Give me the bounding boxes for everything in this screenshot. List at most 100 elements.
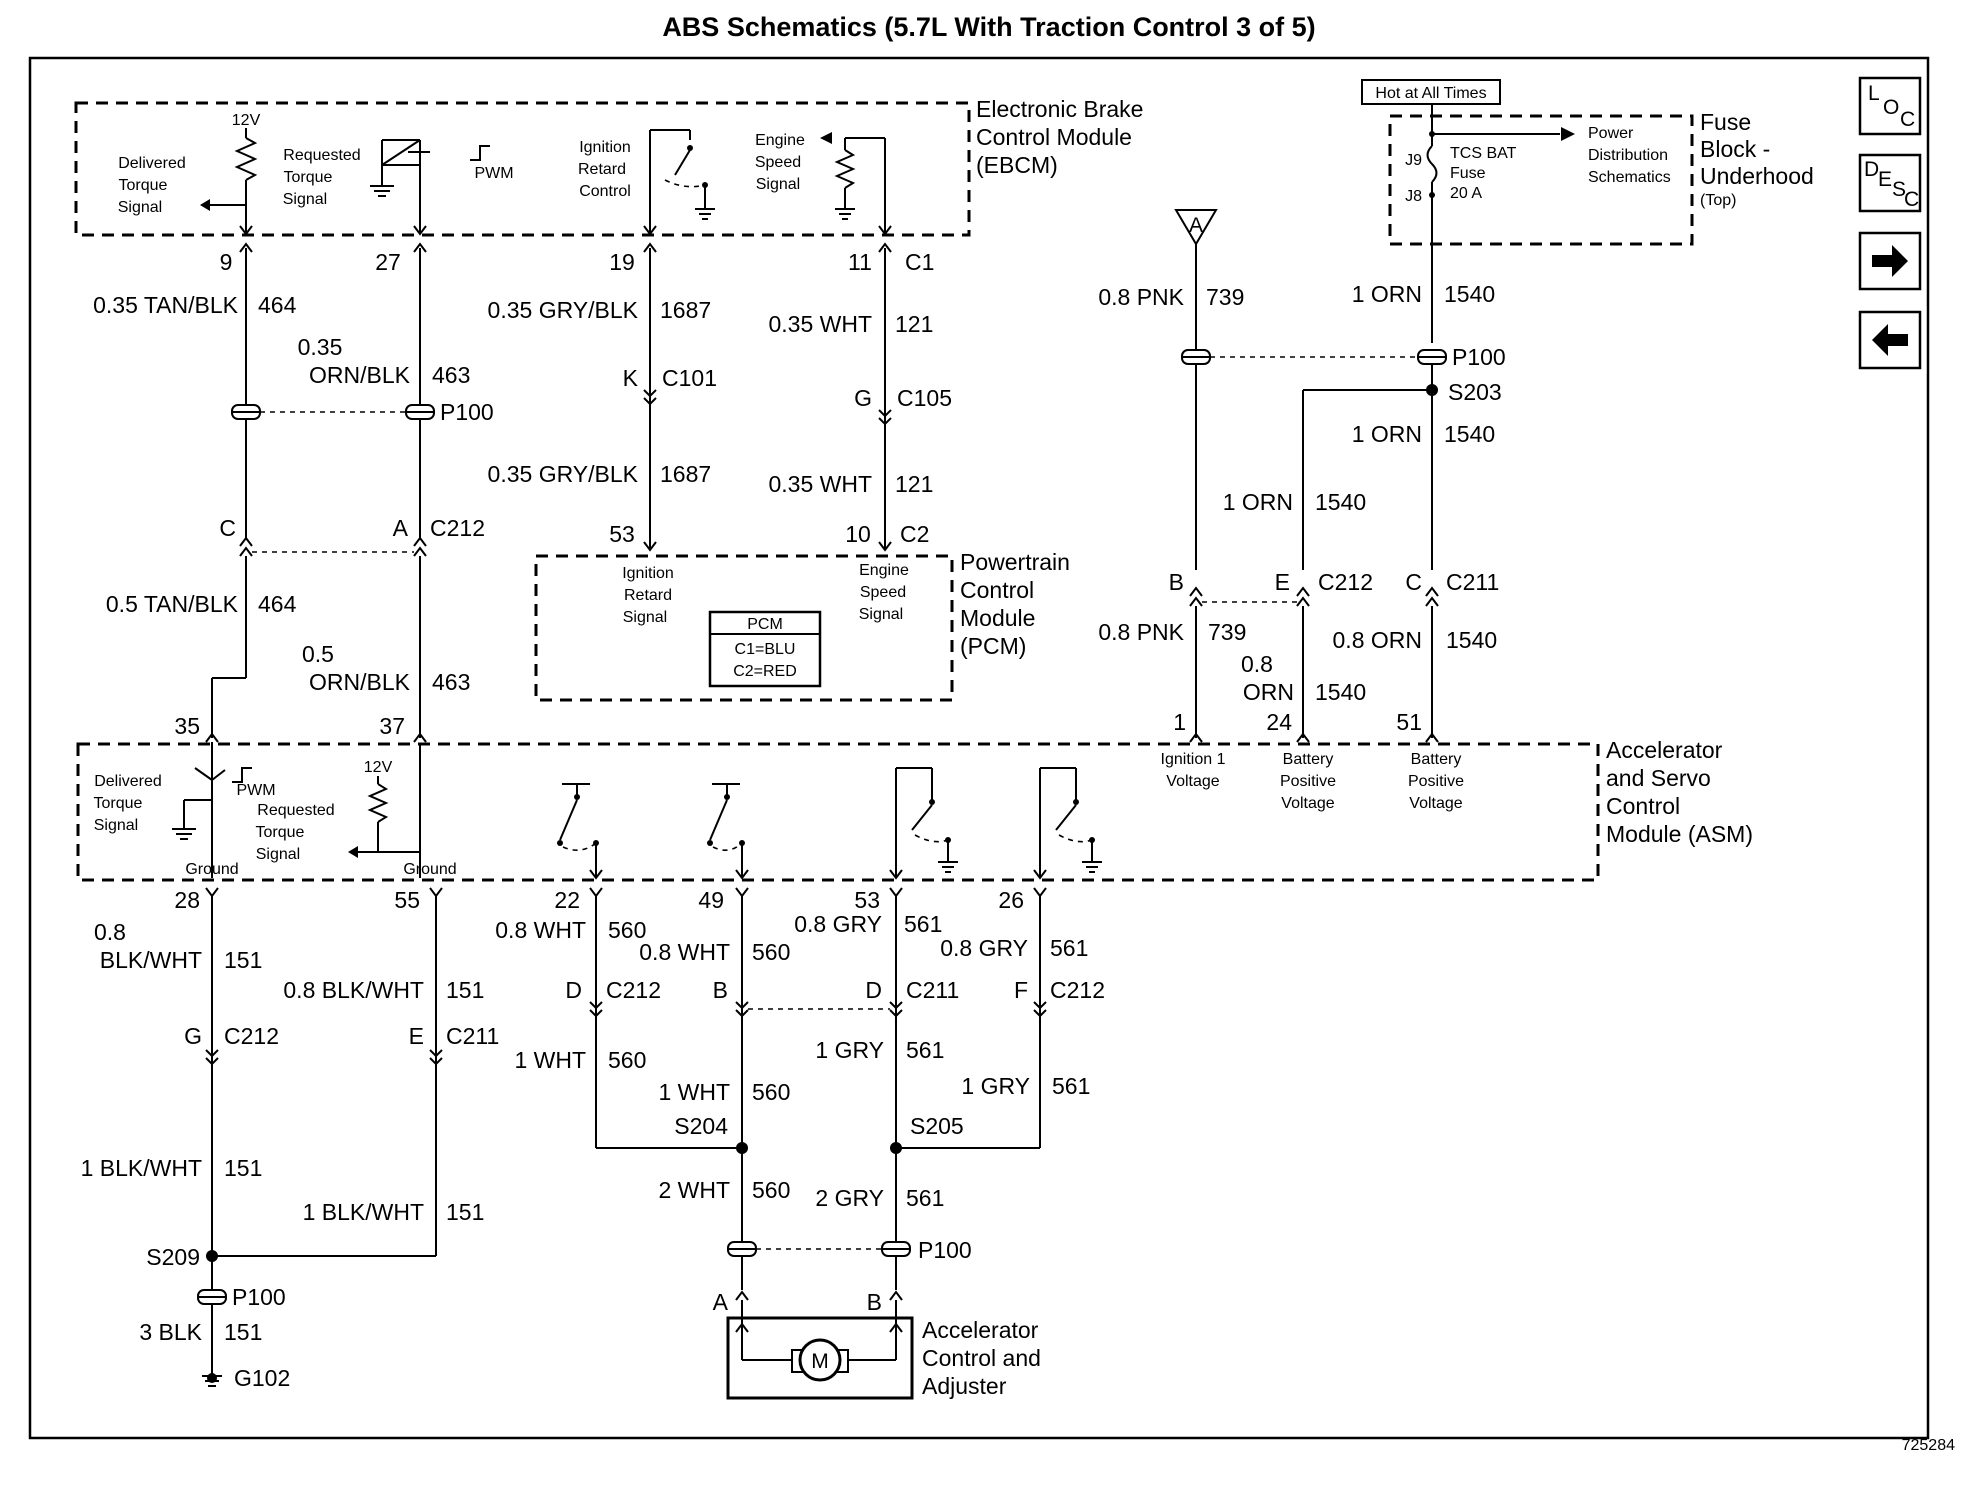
svg-text:Adjuster: Adjuster	[922, 1373, 1007, 1399]
svg-text:561: 561	[904, 911, 942, 937]
svg-text:C211: C211	[446, 1023, 499, 1049]
ebcm-internal-circuits	[200, 128, 892, 236]
svg-text:561: 561	[1050, 935, 1088, 961]
fuse-block: Hot at All Times Fuse Block - Underhood …	[1361, 79, 1814, 343]
svg-text:F: F	[1014, 977, 1028, 1003]
prev-arrow-button[interactable]	[1858, 310, 1922, 370]
svg-text:1 WHT: 1 WHT	[514, 1047, 586, 1073]
svg-text:Underhood: Underhood	[1700, 163, 1814, 189]
svg-text:P100: P100	[232, 1284, 286, 1310]
svg-text:55: 55	[394, 887, 420, 913]
svg-text:561: 561	[1052, 1073, 1090, 1099]
svg-text:PCM: PCM	[747, 616, 783, 633]
svg-text:Ignition: Ignition	[579, 139, 631, 156]
svg-text:Signal: Signal	[256, 846, 300, 863]
svg-text:(Top): (Top)	[1700, 192, 1736, 209]
svg-text:53: 53	[609, 521, 635, 547]
svg-text:Block -: Block -	[1700, 136, 1770, 162]
svg-text:12V: 12V	[364, 759, 393, 776]
svg-text:Ground: Ground	[403, 861, 456, 878]
svg-text:Schematics: Schematics	[1588, 169, 1671, 186]
next-arrow-button[interactable]	[1858, 231, 1922, 291]
svg-text:24: 24	[1266, 709, 1292, 735]
ground-icon	[172, 825, 196, 840]
svg-text:K: K	[623, 365, 639, 391]
svg-text:C211: C211	[1446, 569, 1499, 595]
svg-text:463: 463	[432, 669, 470, 695]
splice-s205	[890, 1142, 902, 1154]
svg-text:Requested: Requested	[283, 147, 360, 164]
svg-text:C1=BLU: C1=BLU	[735, 641, 796, 658]
svg-text:10: 10	[845, 521, 871, 547]
svg-text:Control: Control	[579, 183, 631, 200]
svg-text:L: L	[1868, 82, 1880, 105]
svg-text:0.8: 0.8	[94, 919, 126, 945]
loc-button[interactable]: LOC	[1858, 76, 1922, 136]
svg-text:(EBCM): (EBCM)	[976, 152, 1058, 178]
svg-text:151: 151	[446, 1199, 484, 1225]
svg-text:463: 463	[432, 362, 470, 388]
svg-text:E: E	[1878, 168, 1892, 191]
circuit-151: 0.8 BLK/WHT 151 0.8 BLK/WHT 151 G C212 E…	[81, 887, 499, 1391]
svg-text:12V: 12V	[232, 112, 261, 129]
svg-text:Battery: Battery	[1283, 751, 1334, 768]
svg-text:J8: J8	[1405, 188, 1422, 205]
left-arrow-icon	[1872, 324, 1908, 356]
svg-text:0.35 GRY/BLK: 0.35 GRY/BLK	[488, 297, 639, 323]
svg-text:49: 49	[698, 887, 724, 913]
circuit-739-1540: A 0.8 PNK 739 1 ORN 1540 P100 S203 1 ORN…	[1098, 209, 1506, 743]
svg-text:464: 464	[258, 591, 297, 617]
svg-text:0.8 WHT: 0.8 WHT	[495, 917, 586, 943]
svg-text:22: 22	[554, 887, 580, 913]
svg-text:0.5 TAN/BLK: 0.5 TAN/BLK	[106, 591, 239, 617]
fuse-icon	[1426, 145, 1438, 183]
svg-text:C212: C212	[430, 515, 485, 541]
svg-text:739: 739	[1206, 284, 1244, 310]
figure-id: 725284	[1902, 1437, 1955, 1454]
svg-text:S209: S209	[146, 1244, 200, 1270]
svg-text:P100: P100	[440, 399, 494, 425]
ground-icon	[938, 858, 958, 873]
circuit-560-561: 0.8 WHT 560 0.8 WHT 560 0.8 GRY 561 0.8 …	[495, 887, 1105, 1315]
svg-text:1 GRY: 1 GRY	[961, 1073, 1030, 1099]
svg-text:Torque: Torque	[284, 169, 333, 186]
svg-text:G: G	[184, 1023, 202, 1049]
svg-text:B: B	[713, 977, 728, 1003]
svg-text:1 ORN: 1 ORN	[1352, 281, 1422, 307]
svg-text:Torque: Torque	[256, 824, 305, 841]
ground-icon	[835, 205, 855, 220]
svg-text:Voltage: Voltage	[1166, 773, 1219, 790]
svg-text:Control: Control	[1606, 793, 1680, 819]
svg-text:C2=RED: C2=RED	[733, 663, 797, 680]
svg-text:Delivered: Delivered	[94, 773, 162, 790]
svg-text:C212: C212	[1050, 977, 1105, 1003]
svg-text:E: E	[409, 1023, 424, 1049]
svg-text:0.8 ORN: 0.8 ORN	[1333, 627, 1422, 653]
svg-text:2 WHT: 2 WHT	[658, 1177, 730, 1203]
svg-text:151: 151	[224, 947, 262, 973]
svg-text:S: S	[1892, 178, 1906, 201]
asm-internal-circuits	[172, 742, 1102, 880]
svg-text:151: 151	[446, 977, 484, 1003]
svg-text:Voltage: Voltage	[1409, 795, 1462, 812]
svg-text:Torque: Torque	[119, 177, 168, 194]
resistor-icon	[834, 149, 856, 189]
svg-text:0.8 BLK/WHT: 0.8 BLK/WHT	[283, 977, 424, 1003]
svg-text:0.8 GRY: 0.8 GRY	[940, 935, 1028, 961]
svg-text:739: 739	[1208, 619, 1246, 645]
svg-text:19: 19	[609, 249, 635, 275]
ground-icon	[695, 205, 715, 220]
splice-s209	[206, 1250, 218, 1262]
svg-text:Battery: Battery	[1411, 751, 1462, 768]
svg-text:Torque: Torque	[94, 795, 143, 812]
svg-text:1 ORN: 1 ORN	[1223, 489, 1293, 515]
svg-text:O: O	[1883, 96, 1899, 119]
svg-text:0.5: 0.5	[302, 641, 334, 667]
svg-text:Accelerator: Accelerator	[922, 1317, 1039, 1343]
asm-module: Accelerator and Servo Control Module (AS…	[76, 737, 1753, 882]
resistor-icon	[234, 137, 258, 181]
svg-text:P100: P100	[1452, 344, 1506, 370]
svg-text:C211: C211	[906, 977, 959, 1003]
svg-text:Retard: Retard	[624, 587, 672, 604]
